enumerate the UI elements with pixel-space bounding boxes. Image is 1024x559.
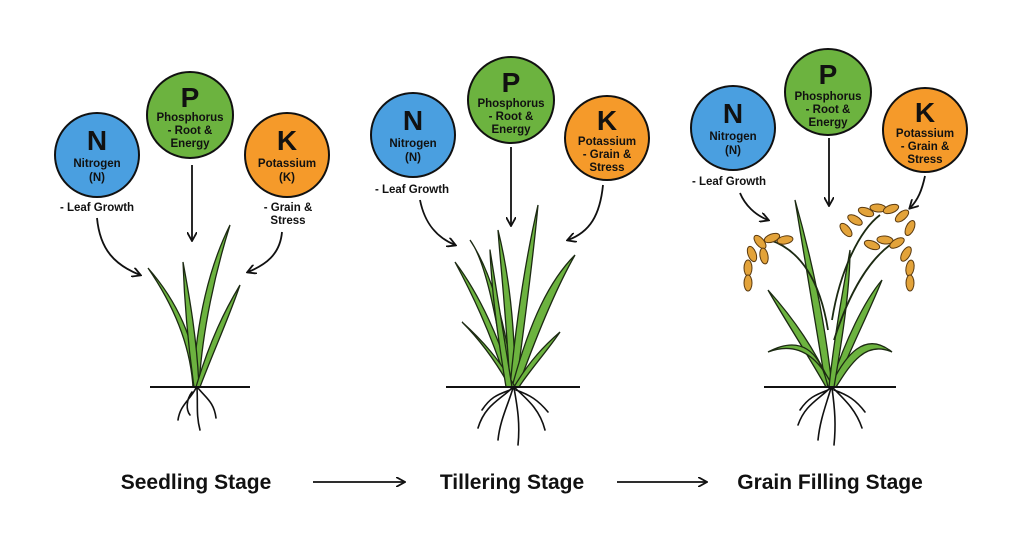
phosphorus-note-2: Energy <box>492 124 532 136</box>
rice-panicle <box>743 232 794 292</box>
nitrogen-circle: N Nitrogen (N) <box>690 85 776 171</box>
phosphorus-note-2: Energy <box>809 117 849 129</box>
phosphorus-note: - Root & <box>489 111 534 123</box>
nitrogen-note: - Leaf Growth <box>375 184 449 196</box>
stage-seedling: N Nitrogen (N) - Leaf Growth P Phosphoru… <box>54 71 330 494</box>
phosphorus-name: Phosphorus <box>156 112 223 124</box>
potassium-circle: K Potassium (K) <box>244 112 330 198</box>
nitrogen-arrow <box>96 217 140 275</box>
phosphorus-note: - Root & <box>806 104 851 116</box>
nitrogen-symbol: N <box>403 105 423 136</box>
potassium-note: - Grain & <box>901 141 950 153</box>
phosphorus-symbol: P <box>819 59 838 90</box>
stage-grain-filling: N Nitrogen (N) - Leaf Growth P Phosphoru… <box>690 48 968 494</box>
nitrogen-abbr: (N) <box>725 145 741 157</box>
potassium-arrow <box>248 231 283 272</box>
potassium-arrow <box>910 175 926 208</box>
potassium-symbol: K <box>597 105 617 136</box>
grain-filling-plant <box>743 199 916 446</box>
rice-panicle <box>863 235 915 292</box>
nitrogen-note: - Leaf Growth <box>60 202 134 214</box>
potassium-note-2: Stress <box>589 162 624 174</box>
rice-panicle <box>839 203 916 238</box>
stage-label: Grain Filling Stage <box>737 471 923 494</box>
tillering-plant <box>446 204 580 446</box>
potassium-note: - Grain & <box>583 149 632 161</box>
nitrogen-circle: N Nitrogen (N) <box>54 112 140 198</box>
potassium-note-2: Stress <box>907 154 942 166</box>
stage-label: Seedling Stage <box>121 471 272 494</box>
potassium-arrow <box>568 184 604 240</box>
phosphorus-circle: P Phosphorus - Root & Energy <box>467 56 555 144</box>
stage-label: Tillering Stage <box>440 471 584 494</box>
nitrogen-circle: N Nitrogen (N) <box>370 92 456 178</box>
nitrogen-symbol: N <box>723 98 743 129</box>
nitrogen-abbr: (N) <box>405 152 421 164</box>
stage-tillering: N Nitrogen (N) - Leaf Growth P Phosphoru… <box>370 56 650 494</box>
phosphorus-circle: P Phosphorus - Root & Energy <box>784 48 872 136</box>
potassium-name: Potassium <box>578 136 636 148</box>
potassium-abbr: (K) <box>279 172 295 184</box>
nitrogen-arrow <box>419 199 455 245</box>
phosphorus-circle: P Phosphorus - Root & Energy <box>146 71 234 159</box>
potassium-symbol: K <box>277 125 297 156</box>
nitrogen-name: Nitrogen <box>389 138 436 150</box>
phosphorus-note-2: Energy <box>171 138 211 150</box>
phosphorus-note: - Root & <box>168 125 213 137</box>
nitrogen-abbr: (N) <box>89 172 105 184</box>
nitrogen-symbol: N <box>87 125 107 156</box>
potassium-name: Potassium <box>896 128 954 140</box>
potassium-note-2: Stress <box>270 215 305 227</box>
potassium-circle: K Potassium - Grain & Stress <box>882 87 968 173</box>
potassium-note: - Grain & <box>264 202 313 214</box>
phosphorus-symbol: P <box>502 67 521 98</box>
seedling-plant <box>147 224 250 431</box>
nitrogen-name: Nitrogen <box>73 158 120 170</box>
potassium-circle: K Potassium - Grain & Stress <box>564 95 650 181</box>
potassium-name: Potassium <box>258 158 316 170</box>
nitrogen-note: - Leaf Growth <box>692 176 766 188</box>
phosphorus-name: Phosphorus <box>477 98 544 110</box>
potassium-symbol: K <box>915 97 935 128</box>
nitrogen-name: Nitrogen <box>709 131 756 143</box>
phosphorus-symbol: P <box>181 82 200 113</box>
nitrogen-arrow <box>739 192 768 220</box>
phosphorus-name: Phosphorus <box>794 91 861 103</box>
